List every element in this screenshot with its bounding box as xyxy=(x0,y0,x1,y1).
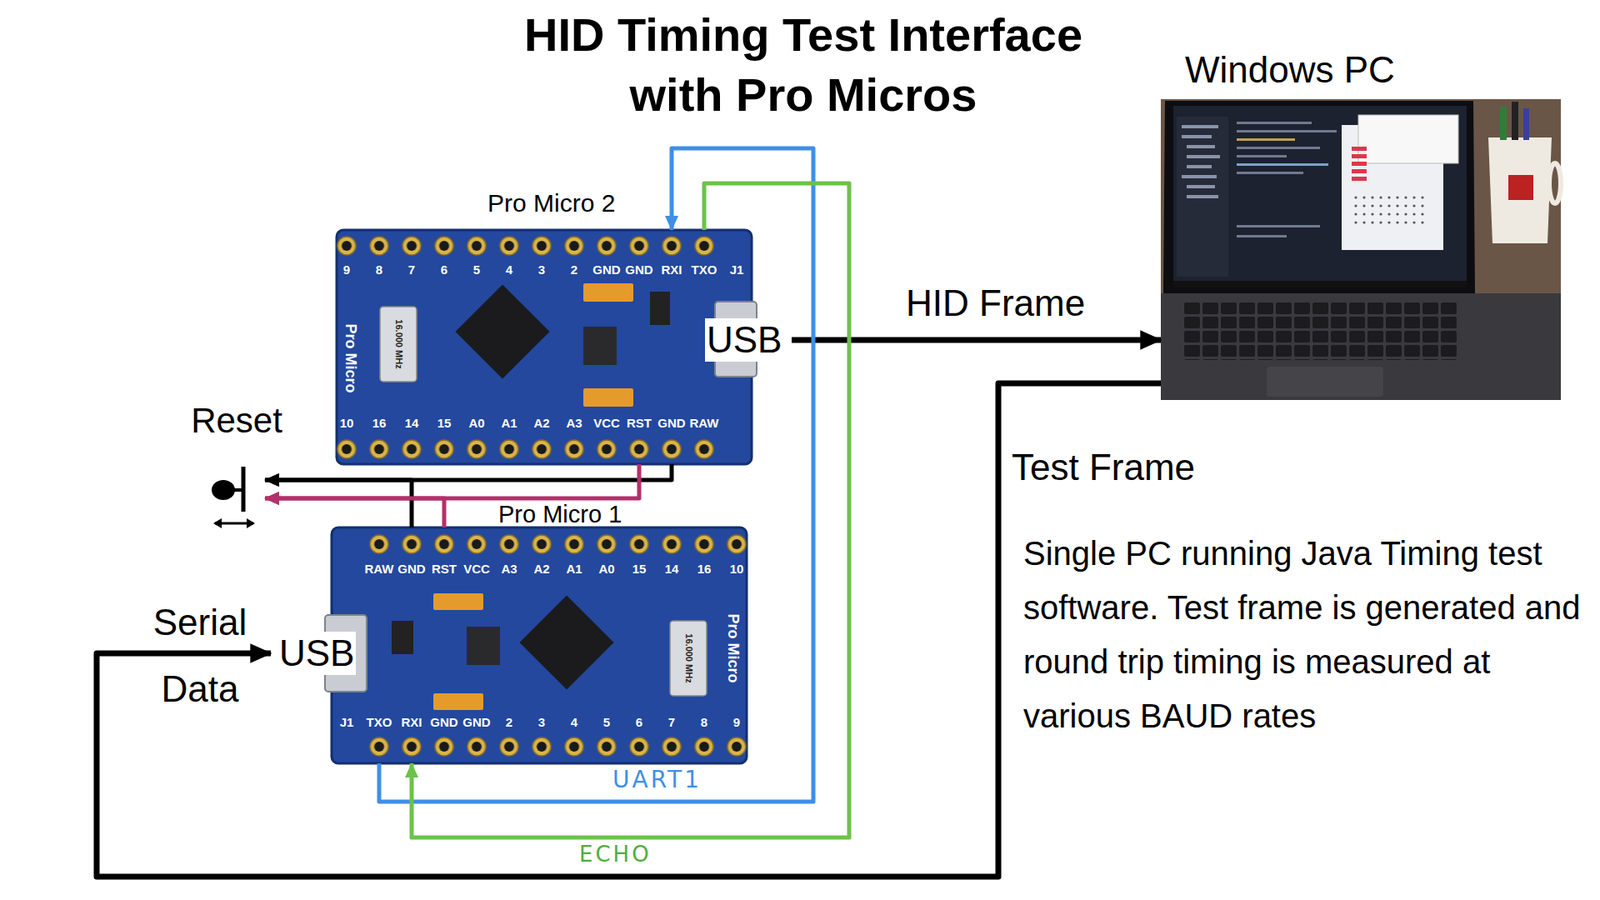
pin-label: 14 xyxy=(665,562,680,575)
pin-label: 4 xyxy=(505,263,513,276)
pin-label: 10 xyxy=(730,562,745,575)
pin-label: GND xyxy=(462,715,490,729)
crystal-marking: 16.000 MHz xyxy=(394,319,404,369)
pin-label: A2 xyxy=(533,562,550,575)
reset-wire xyxy=(265,498,445,528)
pin-label: 3 xyxy=(538,715,545,729)
port-label: USB xyxy=(277,631,356,675)
cable-label: Serial Data xyxy=(141,589,259,723)
pin-label: RXI xyxy=(400,715,422,729)
pin-label: A1 xyxy=(500,416,517,430)
pin-label: 14 xyxy=(405,416,420,430)
pin-label: GND xyxy=(625,263,653,276)
ground-wire xyxy=(265,480,412,528)
node-heading: Windows PC xyxy=(1185,51,1395,89)
ground-wire xyxy=(265,464,672,480)
edge-label: UART1 xyxy=(612,768,702,792)
pin-label: RST xyxy=(431,562,457,575)
pin-label: 16 xyxy=(372,416,387,430)
edge-label: ECHO xyxy=(579,843,652,865)
pin-label: 7 xyxy=(668,715,675,729)
edge-label: HID Frame xyxy=(905,285,1085,322)
pin-label: TXO xyxy=(691,263,718,276)
pin-label: RAW xyxy=(690,416,720,430)
laptop-illustration xyxy=(1160,99,1561,400)
pin-label: 5 xyxy=(473,263,480,276)
pin-label: 15 xyxy=(632,562,647,575)
pin-label: A3 xyxy=(565,416,582,430)
pin-label: 9 xyxy=(343,263,350,276)
board-marking: Pro Micro xyxy=(343,323,359,393)
pin-label: VCC xyxy=(593,416,620,430)
pin-label: 2 xyxy=(505,715,513,729)
pin-label: 10 xyxy=(340,416,355,430)
pro-micro-board xyxy=(325,527,754,764)
edge-label: Test Frame xyxy=(1011,449,1195,486)
pin-label: J1 xyxy=(730,263,745,276)
diagram-title: HID Timing Test Interface with Pro Micro… xyxy=(486,5,1120,125)
pin-label: 9 xyxy=(733,715,740,729)
pin-label: 16 xyxy=(697,562,712,575)
pin-label: 8 xyxy=(375,263,383,276)
pin-label: RAW xyxy=(365,562,395,575)
hid-frame-cable xyxy=(791,337,1161,344)
pin-label: A0 xyxy=(468,416,485,430)
pin-label: GND xyxy=(592,263,620,276)
board-marking: Pro Micro xyxy=(725,613,741,683)
pin-label: GND xyxy=(397,562,425,575)
windows-pc: Windows PC xyxy=(1160,99,1561,400)
pin-label: 8 xyxy=(700,715,708,729)
pin-label: 3 xyxy=(538,263,545,276)
pin-label: 6 xyxy=(635,715,643,729)
pin-label: 6 xyxy=(440,263,448,276)
node-heading: Reset xyxy=(175,403,299,439)
pin-label: A2 xyxy=(533,416,550,430)
pro-micro-board xyxy=(330,230,757,465)
pin-label: A0 xyxy=(598,562,615,575)
pin-label: GND xyxy=(430,715,458,729)
pin-label: VCC xyxy=(463,562,490,575)
pin-label: 7 xyxy=(408,263,415,276)
pin-label: TXO xyxy=(366,715,393,729)
pin-label: 4 xyxy=(570,715,578,729)
uart-wire xyxy=(379,148,814,802)
description-note: Single PC running Java Timing test softw… xyxy=(1023,526,1584,744)
pin-label: 15 xyxy=(437,416,452,430)
pin-label: A1 xyxy=(565,562,582,575)
pin-label: 2 xyxy=(570,263,578,276)
reset-button: Reset xyxy=(208,463,265,534)
node-heading: Pro Micro 1 xyxy=(498,502,622,527)
crystal-marking: 16.000 MHz xyxy=(684,633,694,683)
pin-label: RST xyxy=(626,416,652,430)
node-heading: Pro Micro 2 xyxy=(487,190,615,216)
pin-label: A3 xyxy=(500,562,517,575)
echo-wire xyxy=(411,183,850,838)
port-label: USB xyxy=(705,318,784,362)
pin-label: RXI xyxy=(660,263,682,276)
pin-label: J1 xyxy=(340,715,355,729)
reset-switch-symbol xyxy=(211,466,255,529)
pin-label: 5 xyxy=(603,715,610,729)
pin-label: GND xyxy=(657,416,685,430)
